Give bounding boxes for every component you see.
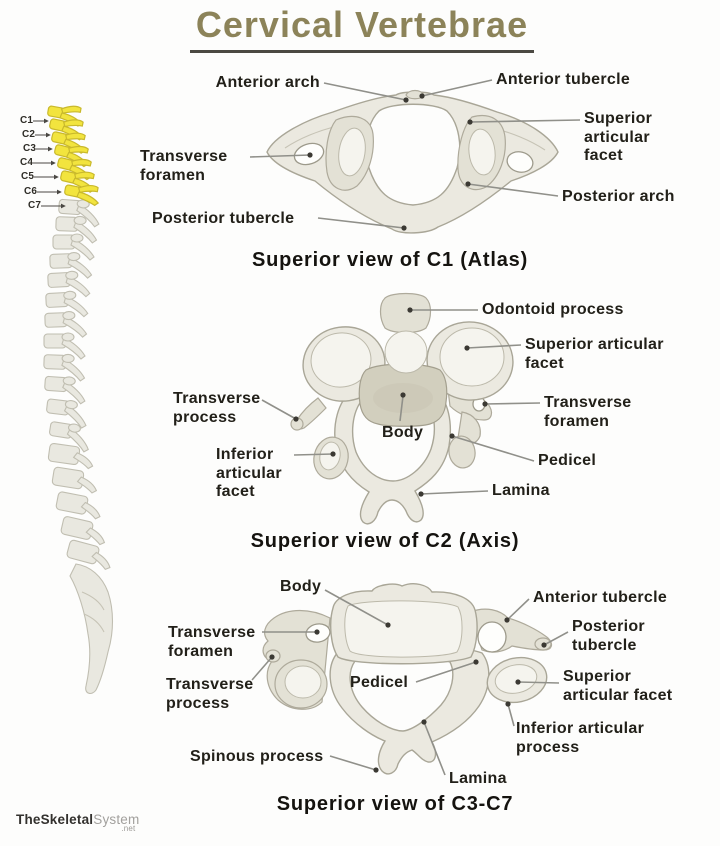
- spine-label-c1: C1: [20, 115, 34, 126]
- label-c2-lamina: Lamina: [492, 482, 550, 499]
- label-c1-posterior-arch: Posterior arch: [562, 188, 675, 205]
- spine-label-c3: C3: [23, 143, 37, 154]
- label-c3-spinous-process: Spinous process: [190, 748, 324, 765]
- label-c3-transverse-process: Transverse process: [166, 676, 254, 712]
- spine-label-c6: C6: [24, 186, 38, 197]
- label-c3-lamina: Lamina: [449, 770, 507, 787]
- label-c2-pedicel: Pedicel: [538, 452, 597, 469]
- label-c3-body: Body: [280, 578, 322, 595]
- title-wrap: Cervical Vertebrae: [142, 4, 582, 53]
- label-c3-transverse-foramen: Transverse foramen: [168, 624, 256, 660]
- caption-c3c7: Superior view of C3-C7: [276, 793, 514, 815]
- c3-right-transverse-foramen: [477, 621, 507, 653]
- spine-label-c4: C4: [20, 157, 34, 168]
- caption-c1: Superior view of C1 (Atlas): [251, 249, 529, 271]
- c3-c7-illustration: [262, 583, 553, 775]
- watermark-light: System: [93, 812, 140, 827]
- c1-right-transverse-foramen: [506, 151, 534, 173]
- label-c2-superior-articular-facet: Superior articular facet: [525, 336, 664, 372]
- sacrum: [69, 563, 114, 695]
- label-c2-transverse-foramen: Transverse foramen: [544, 394, 632, 430]
- label-c3-inferior-articular-process: Inferior articular process: [516, 720, 645, 756]
- c2-axis-illustration: [290, 292, 514, 525]
- watermark-logo: TheSkeletalSystem .net: [16, 812, 139, 833]
- label-c3-anterior-tubercle: Anterior tubercle: [533, 589, 668, 606]
- label-c2-inferior-articular-facet: Inferior articular facet: [216, 446, 282, 501]
- watermark-suffix: .net: [121, 824, 136, 833]
- spine-label-c2: C2: [22, 129, 36, 140]
- label-c1-anterior-tubercle: Anterior tubercle: [496, 71, 631, 88]
- caption-c2: Superior view of C2 (Axis): [250, 530, 520, 552]
- label-c2-body: Body: [382, 424, 424, 441]
- leader-lines-c3c7: [251, 589, 569, 776]
- label-c1-anterior-arch: Anterior arch: [215, 74, 320, 91]
- label-c2-transverse-process: Transverse process: [173, 390, 261, 426]
- leader-lines-c2: [261, 307, 541, 497]
- watermark-bold: TheSkeletal: [16, 812, 94, 827]
- c1-atlas-illustration: [266, 89, 559, 234]
- leader-lines-c1: [249, 79, 581, 231]
- label-c1-posterior-tubercle: Posterior tubercle: [152, 210, 295, 227]
- label-c1-transverse-foramen: Transverse foramen: [140, 148, 228, 184]
- c2-odontoid-process: [379, 292, 432, 334]
- spine-lateral-illustration: [33, 101, 115, 695]
- spine-label-c7: C7: [28, 200, 42, 211]
- label-c3-pedicel: Pedicel: [350, 674, 409, 691]
- label-c3-superior-articular-facet: Superior articular facet: [563, 668, 673, 704]
- label-c1-superior-articular-facet: Superior articular facet: [584, 110, 653, 165]
- page-title: Cervical Vertebrae: [189, 4, 535, 53]
- thoracic-lumbar-vertebrae: [42, 197, 115, 695]
- spine-label-c5: C5: [21, 171, 35, 182]
- label-c2-odontoid-process: Odontoid process: [482, 301, 624, 318]
- spine-label-arrows: [33, 118, 66, 209]
- label-c3-posterior-tubercle: Posterior tubercle: [572, 618, 645, 654]
- cervical-vertebrae-highlighted: [45, 101, 102, 207]
